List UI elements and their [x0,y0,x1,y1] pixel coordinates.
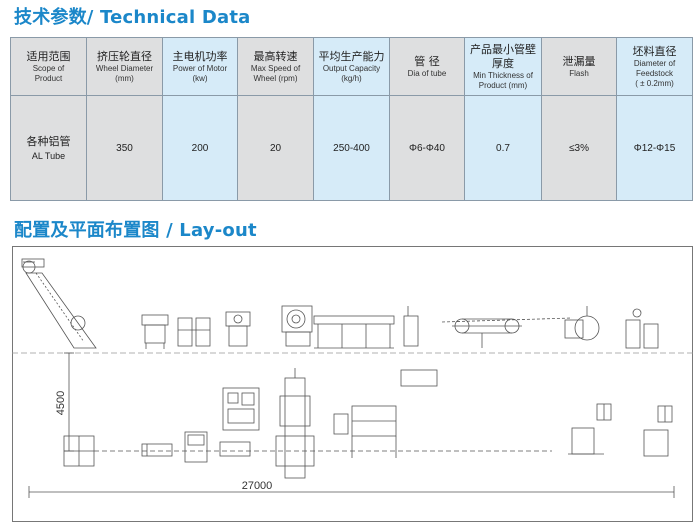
preheater [225,311,251,347]
header-tube-dia: 管 径 Dia of tube [389,37,465,96]
cleaning-unit [177,317,211,347]
header-feedstock-dia-en1: Diameter of Feedstock [633,58,676,78]
motor-plan [184,431,208,463]
upper-line-equipment [21,258,659,349]
dimension-height [64,352,74,452]
header-wheel-diameter-en2: (mm) [115,73,134,83]
header-feedstock-dia-en2: ( ± 0.2mm) [635,78,674,88]
cell-min-thickness: 0.7 [464,95,542,201]
header-wheel-diameter-zh: 挤压轮直径 [97,49,152,63]
dimension-width [28,486,675,498]
pinch-roll [70,315,86,331]
belt-conveyor [441,317,573,348]
cell-flash: ≤3% [541,95,617,201]
header-max-speed-en2: Wheel (rpm) [253,73,298,83]
straightener [141,314,169,349]
header-wheel-diameter: 挤压轮直径 Wheel Diameter (mm) [86,37,163,96]
technical-data-title: 技术参数/ Technical Data [14,7,251,28]
header-output-capacity: 平均生产能力 Output Capacity (kg/h) [313,37,390,96]
header-max-speed-zh: 最高转速 [253,49,298,63]
coiler-plan-1 [568,403,612,455]
header-tube-dia-zh: 管 径 [414,54,440,68]
header-output-capacity-zh: 平均生产能力 [318,49,385,63]
header-tube-dia-en1: Dia of tube [407,68,447,78]
cell-motor-power: 200 [162,95,238,201]
coiler-plan-2 [643,405,673,457]
header-motor-power-en2: (kw) [192,73,208,83]
cell-tube-dia: Φ6-Φ40 [389,95,465,201]
cell-wheel-diameter: 350 [86,95,163,201]
table-row: 各种铝管 AL Tube 350 200 20 250-400 Φ6-Φ40 0… [10,95,693,201]
operator-desk [400,369,438,387]
inclined-conveyor [25,272,97,349]
dimension-width-label: 27000 [242,480,273,492]
cell-product-zh: 各种铝管 [26,135,71,148]
header-feedstock-dia-zh: 坯料直径 [632,44,677,58]
header-scope: 适用范围 Scope of Product [10,37,87,96]
header-wheel-diameter-en1: Wheel Diameter [95,63,154,73]
dimension-height-label: 4500 [55,391,67,415]
cell-product-en: AL Tube [31,151,66,161]
header-flash-en1: Flash [569,68,589,78]
header-feedstock-dia: 坯料直径 Diameter of Feedstock ( ± 0.2mm) [616,37,693,96]
straightener-plan [141,443,173,457]
header-min-thickness: 产品最小管壁厚度 Min Thickness of Product (mm) [464,37,542,96]
header-min-thickness-en1: Min Thickness of [473,70,533,80]
header-scope-en2: Product [34,73,63,83]
header-flash: 泄漏量 Flash [541,37,617,96]
header-output-capacity-en1: Output Capacity [322,63,381,73]
header-output-capacity-en2: (kg/h) [341,73,362,83]
header-flash-zh: 泄漏量 [562,54,596,68]
header-motor-power-zh: 主电机功率 [172,49,228,63]
table-header-row: 适用范围 Scope of Product 挤压轮直径 Wheel Diamet… [10,37,693,96]
header-max-speed: 最高转速 Max Speed of Wheel (rpm) [237,37,314,96]
layout-frame [12,246,693,522]
header-min-thickness-zh: 产品最小管壁厚度 [470,42,536,70]
coil-storage [625,308,659,349]
caterpillar [403,306,419,347]
layout-drawing: 4500 27000 [12,246,693,522]
cell-product: 各种铝管 AL Tube [10,95,87,201]
cell-output: 250-400 [313,95,390,201]
cell-max-speed: 20 [237,95,314,201]
header-min-thickness-en2: Product (mm) [478,80,528,90]
layout-title: 配置及平面布置图 / Lay-out [14,220,257,241]
technical-data-table: 适用范围 Scope of Product 挤压轮直径 Wheel Diamet… [10,37,693,201]
header-scope-zh: 适用范围 [26,49,71,63]
coiler [564,306,600,341]
extruder-plan [275,368,315,479]
header-motor-power: 主电机功率 Power of Motor (kw) [162,37,238,96]
cooling-trough [313,315,395,349]
header-motor-power-en1: Power of Motor [172,63,228,73]
control-cabinet [222,387,260,431]
header-max-speed-en1: Max Speed of [250,63,301,73]
drive-unit-plan [219,441,251,457]
hydraulic-unit [333,405,397,458]
lower-line-equipment [63,368,673,479]
extruder-upper [281,305,313,347]
header-scope-en1: Scope of [32,63,65,73]
cell-feedstock-dia: Φ12-Φ15 [616,95,693,201]
